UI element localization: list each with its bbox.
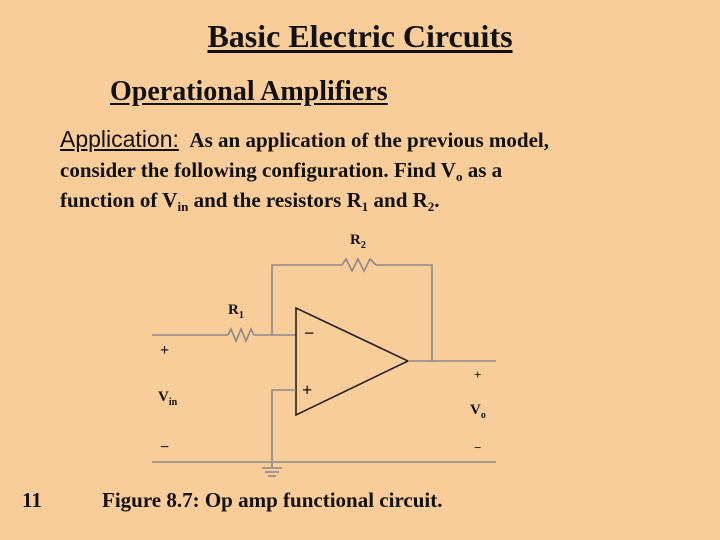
feedback-wire-left: [271, 264, 342, 335]
input-plus-terminal: +: [160, 342, 169, 359]
slide-number: 11: [22, 488, 42, 512]
r2-subscript: 2: [427, 199, 435, 214]
line3-text-d: .: [434, 188, 440, 212]
output-minus-terminal: −: [474, 440, 481, 455]
output-plus-terminal: +: [474, 367, 481, 382]
problem-line-3: function of Vin and the resistors R1 and…: [60, 185, 700, 215]
vin-label: Vin: [158, 389, 178, 408]
opamp-triangle: [295, 306, 410, 417]
problem-line-2: consider the following configuration. Fi…: [60, 155, 700, 185]
line3-text-a: function of V: [60, 188, 178, 212]
input-minus-terminal: −: [160, 439, 169, 456]
r2-resistor: [341, 257, 377, 273]
slide-title-text: Basic Electric Circuits: [207, 18, 513, 54]
r1-subscript: 1: [361, 199, 369, 214]
noninverting-ground-wire: [271, 389, 296, 462]
problem-line-1: Application: As an application of the pr…: [60, 124, 700, 155]
vo-label: Vo: [470, 402, 486, 421]
figure-caption: Figure 8.7: Op amp functional circuit.: [102, 488, 443, 512]
application-label: Application:: [60, 126, 179, 152]
opamp-plus-sign: +: [302, 380, 312, 400]
problem-statement: Application: As an application of the pr…: [60, 124, 700, 215]
opamp-minus-sign: −: [304, 323, 314, 343]
slide-title: Basic Electric Circuits: [0, 18, 720, 55]
r2-label: R2: [350, 232, 366, 251]
feedback-wire-right: [376, 264, 433, 361]
slide-subtitle: Operational Amplifiers: [110, 76, 388, 107]
vin-subscript: in: [177, 199, 189, 214]
line2-text-a: consider the following configuration. Fi…: [60, 158, 456, 182]
line3-text-b: and the resistors R: [188, 188, 362, 212]
r1-resistor: [227, 326, 255, 344]
r1-label: R1: [228, 302, 244, 321]
vo-subscript: o: [455, 169, 463, 184]
line1-text: As an application of the previous model,: [189, 128, 549, 152]
line3-text-c: and R: [368, 188, 428, 212]
line2-text-b: as a: [462, 158, 503, 182]
